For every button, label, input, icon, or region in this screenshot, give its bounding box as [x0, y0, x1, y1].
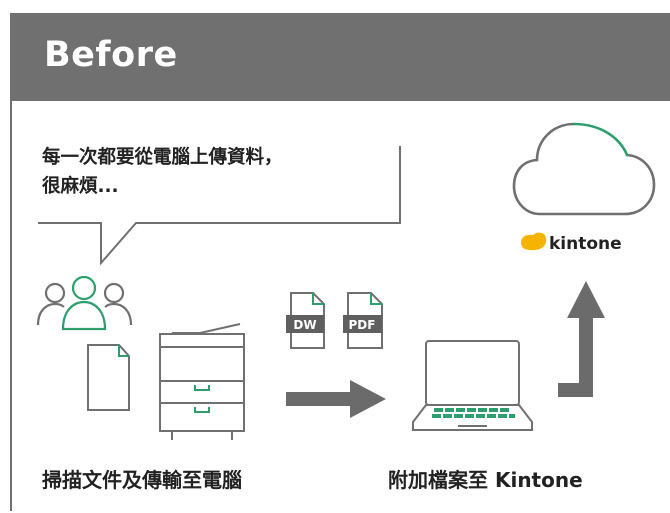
arrow-up-icon: [558, 281, 605, 397]
header-title: Before: [44, 35, 178, 75]
speech-line-1: 每一次都要從電腦上傳資料，: [42, 147, 283, 168]
speech-text: 每一次都要從電腦上傳資料， 很麻煩...: [42, 143, 402, 201]
arrow-right-icon: [286, 380, 386, 418]
laptop-icon: [412, 340, 533, 431]
caption-attach-kintone: 附加檔案至 Kintone: [388, 468, 583, 492]
speech-line-2: 很麻煩...: [42, 176, 119, 197]
pdf-file-icon: PDF: [343, 292, 383, 349]
content-frame: [10, 101, 670, 511]
cloud-icon: [512, 122, 656, 216]
speech-bubble: [38, 146, 401, 266]
kintone-logo-text: kintone: [549, 234, 622, 254]
users-icon: [36, 275, 133, 331]
keyboard-keys: [432, 408, 515, 418]
header-bar: Before: [10, 13, 670, 101]
dw-file-icon: DW: [286, 292, 325, 349]
kintone-logo-icon: [521, 232, 547, 251]
pdf-badge-text: PDF: [349, 318, 376, 332]
caption-scan-transfer: 掃描文件及傳輸至電腦: [42, 468, 242, 492]
dw-badge-text: DW: [293, 318, 316, 332]
document-icon: [87, 344, 130, 411]
printer-icon: [159, 323, 245, 440]
